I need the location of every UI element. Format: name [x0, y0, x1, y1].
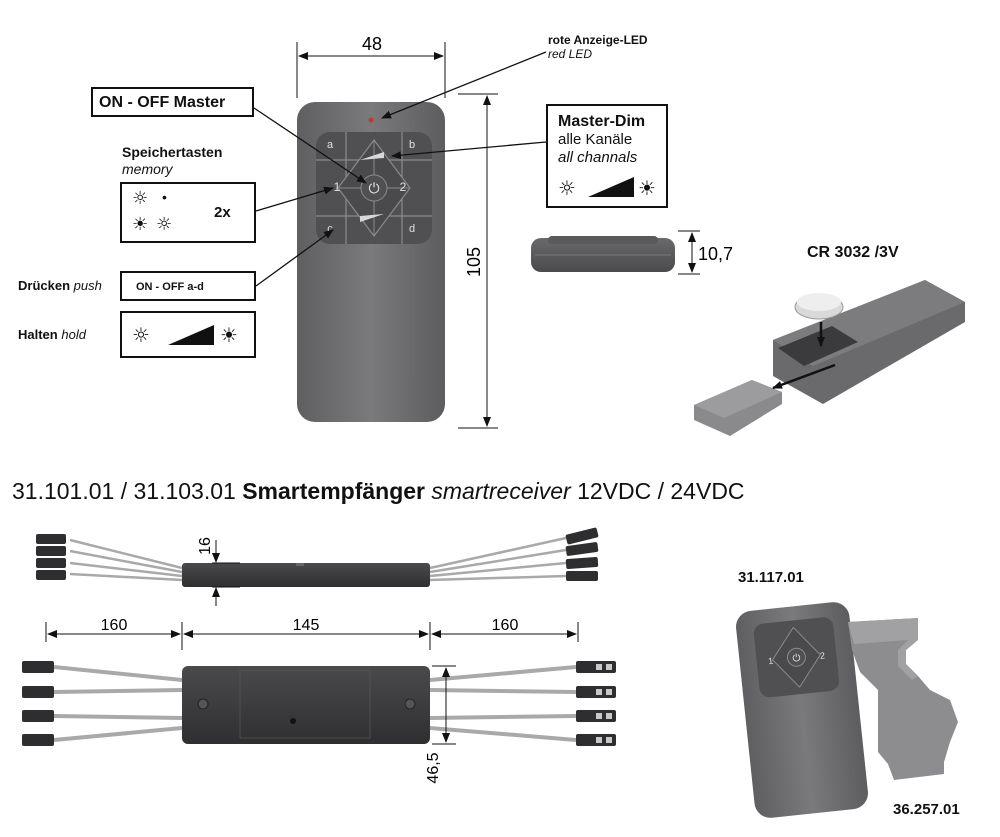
receiver-side-view [36, 527, 599, 587]
svg-text:1: 1 [768, 656, 774, 666]
memory-box: ☼ • ☀ ☼ 2x [120, 182, 256, 243]
key-c[interactable]: c [327, 223, 333, 235]
receiver-top-view [22, 661, 616, 746]
key-a[interactable]: a [327, 139, 334, 151]
power-icon: ⏻ [368, 181, 379, 197]
master-leader-arrow [253, 107, 367, 184]
receiver-height-dimension [212, 540, 240, 606]
push-box: ON - OFF a-d [120, 271, 256, 301]
accessory-holder-code: 36.257.01 [893, 801, 960, 818]
svg-text:⏻: ⏻ [792, 653, 801, 665]
sun-filled-icon: ☀ [220, 323, 238, 347]
hold-box: ☼ ☀ [120, 311, 256, 358]
push-leader-arrow [255, 229, 334, 287]
receiver-name-de: Smartempfänger [242, 478, 425, 504]
receiver-body-length: 145 [293, 617, 320, 634]
receiver-width-dimension [432, 665, 456, 745]
receiver-width-value: 46,5 [425, 752, 442, 783]
remote-thickness-value: 10,7 [698, 244, 733, 264]
receiver-heading: 31.101.01 / 31.103.01 Smartempfänger sma… [12, 480, 745, 503]
red-led-label-en: red LED [548, 47, 593, 61]
dot-icon: • [162, 189, 167, 205]
battery-compartment-view [694, 280, 965, 436]
push-label: Drücken push [18, 278, 102, 293]
memory-leader-arrow [255, 186, 334, 212]
master-dim-title: Master-Dim [558, 113, 646, 130]
receiver-led [290, 718, 296, 724]
receiver-length-dimensions [45, 622, 579, 650]
remote-height-dimension [458, 93, 498, 429]
cable-left-length: 160 [101, 617, 128, 634]
accessory-wall-holder [848, 618, 958, 780]
remote-front-view: ⏻ a b 1 2 c d [297, 102, 445, 422]
sun-outline-icon: ☼ [132, 323, 150, 347]
key-1[interactable]: 1 [334, 180, 341, 194]
memory-label-de: Speichertasten [122, 144, 223, 160]
sun-filled-icon: ☀ [638, 176, 656, 200]
master-dim-box: Master-Dim alle Kanäle all channals ☼ ☀ [546, 104, 668, 208]
key-2[interactable]: 2 [400, 180, 407, 194]
master-dim-label-en: all channals [558, 149, 638, 166]
sun-outline-icon: ☼ [132, 188, 149, 209]
sun-filled-icon: ☀ [132, 214, 149, 235]
battery-label: CR 3032 /3V [807, 244, 899, 261]
cover-slide-arrow [772, 363, 836, 390]
svg-text:2: 2 [819, 650, 825, 660]
remote-width-dimension [296, 42, 446, 98]
receiver-codes: 31.101.01 / 31.103.01 [12, 478, 236, 504]
memory-label-en: memory [122, 161, 173, 177]
power-button[interactable] [360, 174, 388, 202]
key-d[interactable]: d [409, 223, 415, 235]
led-leader-arrow [381, 51, 547, 119]
remote-thickness-dimension [678, 230, 700, 275]
receiver-height-value: 16 [197, 537, 214, 555]
red-led [368, 117, 374, 123]
master-dim-label-de: alle Kanäle [558, 131, 633, 148]
dim-up-icon [360, 152, 384, 160]
key-b[interactable]: b [409, 139, 415, 151]
dim-down-icon [360, 214, 384, 222]
push-action-label: ON - OFF a-d [136, 281, 204, 293]
hold-label: Halten hold [18, 327, 86, 342]
screw-right [404, 698, 416, 710]
accessory-remote: ⏻ 1 2 [736, 602, 868, 818]
dim-ramp-icon [168, 325, 214, 345]
sun-outline-icon: ☼ [156, 214, 173, 235]
receiver-voltage: 12VDC / 24VDC [577, 478, 745, 504]
receiver-name-en: smartreceiver [431, 478, 571, 504]
remote-side-view [531, 236, 675, 272]
remote-height-value: 105 [464, 247, 484, 277]
master-dim-leader-arrow [391, 141, 547, 160]
twice-label: 2x [214, 204, 231, 221]
dim-ramp-icon [588, 177, 634, 197]
remote-width-value: 48 [362, 34, 382, 54]
red-led-label-de: rote Anzeige-LED [548, 33, 648, 47]
screw-left [197, 698, 209, 710]
accessory-remote-code: 31.117.01 [738, 569, 804, 586]
sun-outline-icon: ☼ [558, 176, 576, 200]
on-off-master-box: ON - OFF Master [91, 87, 254, 117]
cable-right-length: 160 [492, 617, 519, 634]
on-off-master-label: ON - OFF Master [99, 94, 226, 111]
